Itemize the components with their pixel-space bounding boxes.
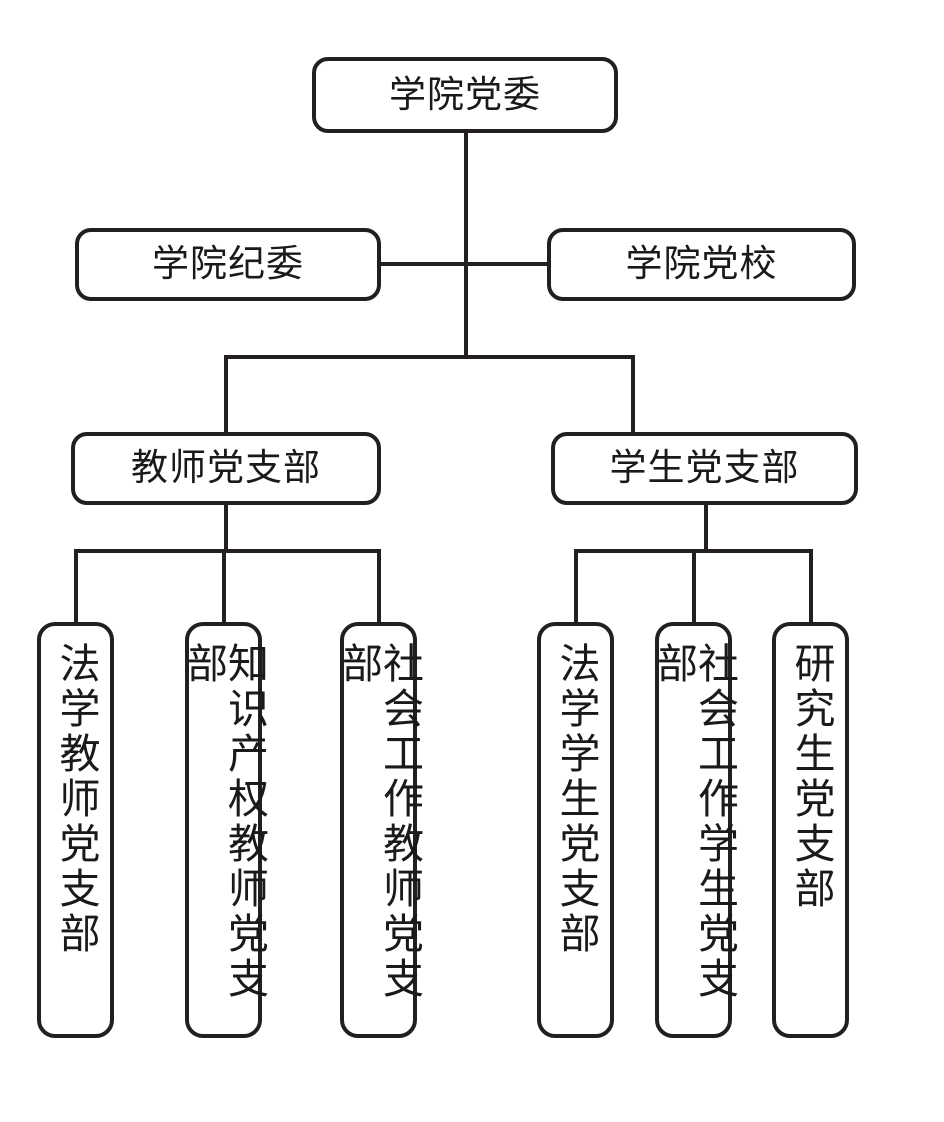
node-social-work-teacher-branch[interactable]: 社会工作教师党支部 [334, 622, 424, 1038]
node-ip-teacher-branch[interactable]: 知识产权教师党支部 [179, 622, 269, 1038]
node-graduate-student-branch[interactable]: 研究生党支部 [772, 622, 849, 1038]
connector-student-drop-1 [574, 549, 578, 624]
connector-student-stem [704, 503, 708, 553]
node-label-ip-teacher-branch: 知识产权教师党支部 [179, 642, 269, 1002]
node-social-work-student-branch[interactable]: 社会工作学生党支部 [649, 622, 739, 1038]
connector-teacher-drop-2 [222, 549, 226, 624]
connector-level3-drop-left [224, 355, 228, 434]
node-label-graduate-student-branch: 研究生党支部 [787, 642, 835, 912]
node-label-party-school: 学院党校 [625, 242, 778, 286]
node-label-social-work-student-branch: 社会工作学生党支部 [649, 642, 739, 1002]
connector-student-drop-3 [809, 549, 813, 624]
connector-teacher-drop-3 [377, 549, 381, 624]
connector-level3-drop-right [631, 355, 635, 434]
connector-teacher-stem [224, 503, 228, 553]
connector-trunk-main [464, 132, 468, 359]
node-teacher-branch[interactable]: 教师党支部 [71, 432, 381, 505]
connector-level3-bus [224, 355, 635, 359]
node-law-student-branch[interactable]: 法学学生党支部 [537, 622, 614, 1038]
node-party-committee[interactable]: 学院党委 [312, 57, 618, 133]
node-student-branch[interactable]: 学生党支部 [551, 432, 858, 505]
connector-teacher-drop-1 [74, 549, 78, 624]
connector-teacher-bus [74, 549, 381, 553]
node-law-teacher-branch[interactable]: 法学教师党支部 [37, 622, 114, 1038]
node-label-teacher-branch: 教师党支部 [131, 446, 321, 490]
node-label-party-committee: 学院党委 [389, 72, 541, 116]
node-label-social-work-teacher-branch: 社会工作教师党支部 [334, 642, 424, 1002]
node-label-student-branch: 学生党支部 [609, 446, 800, 490]
connector-student-drop-2 [692, 549, 696, 624]
node-party-school[interactable]: 学院党校 [547, 228, 856, 301]
connector-level2-crossbar [377, 262, 551, 266]
node-discipline-commission[interactable]: 学院纪委 [75, 228, 381, 301]
node-label-law-student-branch: 法学学生党支部 [552, 642, 600, 957]
node-label-discipline-commission: 学院纪委 [152, 242, 304, 286]
node-label-law-teacher-branch: 法学教师党支部 [52, 642, 100, 957]
